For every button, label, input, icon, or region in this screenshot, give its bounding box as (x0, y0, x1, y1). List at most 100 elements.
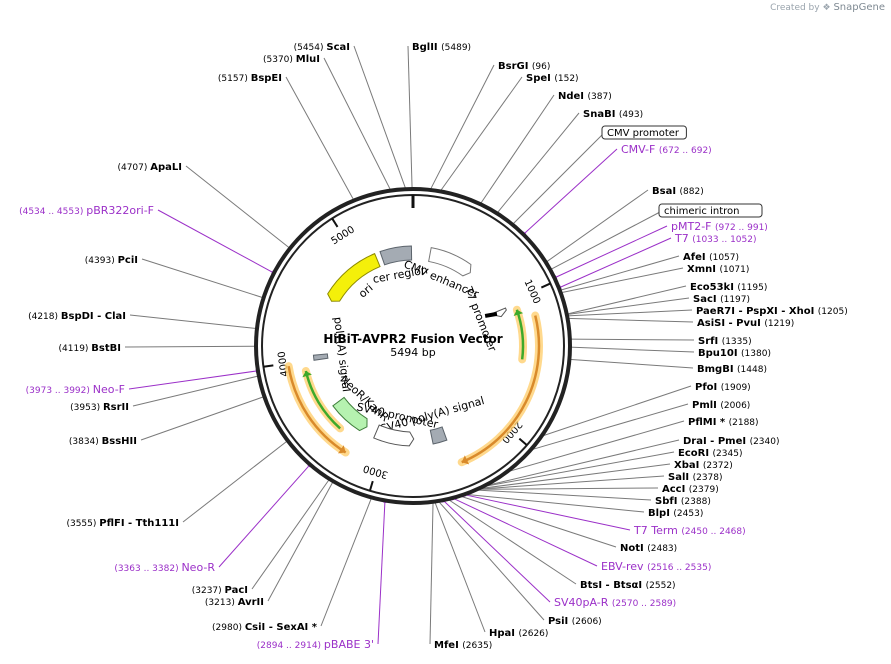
enzyme-label: EcoRI (2345) (678, 448, 742, 459)
enzyme-label: AfeI (1057) (683, 252, 739, 263)
enzyme-position: (1195) (737, 283, 767, 293)
enzyme-position: (3555) (66, 519, 99, 529)
enzyme-sali[interactable]: SalI (2378) (668, 472, 723, 483)
enzyme-position: (5454) (294, 43, 327, 53)
primer-name: pBR322ori-F (86, 204, 154, 217)
enzyme-leader (477, 475, 665, 490)
enzyme-position: (2388) (681, 497, 711, 507)
enzyme-position: (4707) (117, 163, 150, 173)
enzyme-bmgbi[interactable]: BmgBI (1448) (697, 364, 767, 375)
enzyme-asisi-pvui[interactable]: AsiSI - PvuI (1219) (697, 318, 794, 329)
enzyme-name: MfeI (434, 640, 462, 651)
enzyme-pflmi[interactable]: PflMI * (2188) (688, 417, 759, 428)
primer-t7-term[interactable]: T7 Term (2450 .. 2468) (633, 524, 746, 537)
enzyme-srfi[interactable]: SrfI (1335) (698, 336, 752, 347)
boxed-label-chimeric-intron[interactable]: chimeric intron (658, 203, 763, 218)
enzyme-position: (4119) (59, 344, 92, 354)
enzyme-btsi-bts-i[interactable]: BtsI - BtsαI (2552) (580, 580, 676, 591)
enzyme-name: XmnI (687, 264, 719, 275)
enzyme-avrii[interactable]: (3213) AvrII (205, 597, 264, 608)
enzyme-csii-sexai[interactable]: (2980) CsiI - SexAI * (212, 622, 318, 633)
feature-cer-region[interactable] (379, 245, 413, 266)
primer-ebv-rev[interactable]: EBV-rev (2516 .. 2535) (601, 560, 711, 573)
primer-pbr322ori-f[interactable]: (4534 .. 4553) pBR322ori-F (19, 204, 154, 217)
enzyme-blpi[interactable]: BlpI (2453) (648, 508, 703, 519)
enzyme-pcii[interactable]: (4393) PciI (85, 255, 138, 266)
enzyme-label: AccI (2379) (662, 484, 719, 495)
primer-leader (554, 225, 668, 279)
enzyme-psii[interactable]: PsiI (2606) (548, 616, 602, 627)
feature-neor-kanr[interactable] (332, 396, 368, 432)
enzyme-afei[interactable]: AfeI (1057) (683, 252, 739, 263)
primer-label: pMT2-F (972 .. 991) (671, 220, 768, 233)
primer-cmv-f[interactable]: CMV-F (672 .. 692) (621, 143, 712, 156)
enzyme-noti[interactable]: NotI (2483) (620, 543, 677, 554)
enzyme-mlui[interactable]: (5370) MluI (263, 54, 320, 65)
enzyme-rsrii[interactable]: (3953) RsrII (70, 402, 129, 413)
primer-name: SV40pA-R (554, 596, 612, 609)
enzyme-bspei[interactable]: (5157) BspEI (218, 73, 282, 84)
enzyme-spei[interactable]: SpeI (152) (526, 73, 579, 84)
primer-label: (4534 .. 4553) pBR322ori-F (19, 204, 154, 217)
enzyme-name: SrfI (698, 336, 722, 347)
enzyme-snabi[interactable]: SnaBI (493) (583, 109, 643, 120)
feature-sv40-poly-a-signal[interactable] (429, 426, 448, 445)
scale-tick (263, 364, 274, 368)
primer-neo-f[interactable]: (3973 .. 3992) Neo-F (26, 383, 125, 396)
enzyme-bsrgi[interactable]: BsrGI (96) (498, 61, 550, 72)
boxed-label-leader (550, 211, 661, 271)
primer-pbabe-3[interactable]: (2894 .. 2914) pBABE 3' (257, 638, 374, 651)
enzyme-ecori[interactable]: EcoRI (2345) (678, 448, 742, 459)
enzyme-apali[interactable]: (4707) ApaLI (117, 162, 182, 173)
enzyme-position: (1448) (737, 365, 767, 375)
primer-position: (2570 .. 2589) (612, 599, 676, 609)
enzyme-sbfi[interactable]: SbfI (2388) (655, 496, 711, 507)
enzyme-eco53ki[interactable]: Eco53kI (1195) (690, 282, 767, 293)
enzyme-ndei[interactable]: NdeI (387) (558, 91, 612, 102)
enzyme-label: BlpI (2453) (648, 508, 703, 519)
primer-sv40pa-r[interactable]: SV40pA-R (2570 .. 2589) (554, 596, 676, 609)
enzyme-bstbi[interactable]: (4119) BstBI (59, 343, 122, 354)
boxed-label-cmv-promoter[interactable]: CMV promoter (601, 125, 687, 140)
enzyme-leader (545, 189, 649, 263)
enzyme-acci[interactable]: AccI (2379) (662, 484, 719, 495)
enzyme-xbai[interactable]: XbaI (2372) (674, 460, 733, 471)
enzyme-hpai[interactable]: HpaI (2626) (489, 628, 548, 639)
enzyme-drai-pmei[interactable]: DraI - PmeI (2340) (683, 436, 780, 447)
enzyme-bsshii[interactable]: (3834) BssHII (69, 436, 137, 447)
enzyme-paer7i-pspxi-xhoi[interactable]: PaeR7I - PspXI - XhoI (1205) (696, 306, 848, 317)
primer-neo-r[interactable]: (3363 .. 3382) Neo-R (114, 561, 215, 574)
enzyme-leader (141, 258, 264, 299)
primer-label: CMV-F (672 .. 692) (621, 143, 712, 156)
enzyme-bspdi-clai[interactable]: (4218) BspDI - ClaI (28, 311, 126, 322)
enzyme-leader (429, 501, 434, 645)
enzyme-pmli[interactable]: PmlI (2006) (692, 400, 750, 411)
plasmid-backbone (254, 187, 572, 505)
enzyme-bglii[interactable]: BglII (5489) (412, 42, 471, 53)
primer-pmt2-f[interactable]: pMT2-F (972 .. 991) (671, 220, 768, 233)
enzyme-label: SbfI (2388) (655, 496, 711, 507)
primer-position: (4534 .. 4553) (19, 207, 86, 217)
enzyme-name: BstBI (91, 343, 121, 354)
enzyme-bpu10i[interactable]: Bpu10I (1380) (698, 348, 771, 359)
feature-ori[interactable] (327, 252, 381, 302)
feature-cmv-enhancer[interactable] (428, 247, 472, 277)
primer-t7[interactable]: T7 (1033 .. 1052) (674, 232, 757, 245)
inner-arc-line (287, 365, 347, 454)
enzyme-saci[interactable]: SacI (1197) (693, 294, 750, 305)
enzyme-pflfi-tth111i[interactable]: (3555) PflFI - Tth111I (66, 518, 179, 529)
enzyme-paci[interactable]: (3237) PacI (192, 585, 248, 596)
enzyme-position: (493) (619, 110, 643, 120)
feature-poly-a-signal[interactable] (312, 353, 329, 361)
enzyme-bsai[interactable]: BsaI (882) (652, 186, 704, 197)
enzyme-xmni[interactable]: XmnI (1071) (687, 264, 749, 275)
enzyme-name: PflFI - Tth111I (99, 518, 179, 529)
enzyme-mfei[interactable]: MfeI (2635) (434, 640, 492, 651)
enzyme-pfoi[interactable]: PfoI (1909) (695, 382, 751, 393)
enzyme-name: MluI (296, 54, 320, 65)
enzyme-position: (1205) (818, 307, 848, 317)
enzyme-label: BmgBI (1448) (697, 364, 767, 375)
feature-sv40-promoter[interactable] (373, 424, 415, 447)
enzyme-name: PfoI (695, 382, 721, 393)
enzyme-scai[interactable]: (5454) ScaI (294, 42, 350, 53)
